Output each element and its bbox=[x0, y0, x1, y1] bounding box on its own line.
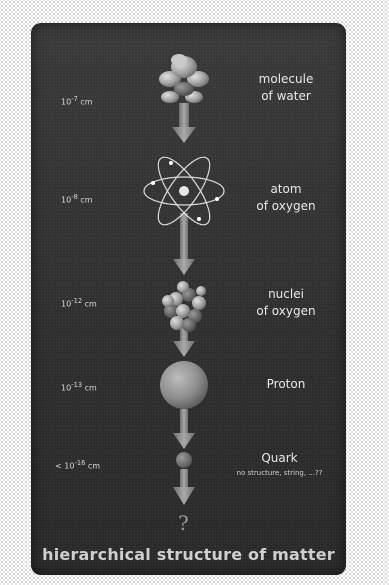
water-molecule-icon bbox=[159, 54, 209, 103]
unknown-question-mark: ? bbox=[178, 511, 189, 535]
label-line-2: of oxygen bbox=[231, 303, 341, 320]
scale-unit: cm bbox=[78, 98, 93, 107]
arrow-4 bbox=[173, 409, 195, 449]
diagram-title: hierarchical structure of matter bbox=[31, 545, 346, 564]
label-line-2: of water bbox=[231, 88, 341, 105]
label-line-2: of oxygen bbox=[231, 198, 341, 215]
scale-base: 10 bbox=[61, 196, 71, 205]
scale-unit: cm bbox=[82, 300, 97, 309]
scale-base: 10 bbox=[61, 384, 71, 393]
label-line-1: molecule bbox=[231, 71, 341, 88]
scale-base: < 10 bbox=[55, 462, 74, 471]
scale-exponent: -12 bbox=[71, 297, 82, 305]
diagram-panel: 10-7 cm 10-8 cm 10-12 cm 10-13 cm < 10-1… bbox=[31, 23, 346, 575]
scale-unit: cm bbox=[82, 384, 97, 393]
arrow-2 bbox=[173, 213, 195, 275]
scale-unit: cm bbox=[78, 196, 93, 205]
scale-exponent: -8 bbox=[71, 193, 78, 201]
label-note: no structure, string, ...?? bbox=[217, 467, 342, 479]
scale-exponent: -13 bbox=[71, 381, 82, 389]
arrow-1 bbox=[172, 103, 196, 143]
label-line-1: Proton bbox=[231, 376, 341, 393]
label-quark: Quark no structure, string, ...?? bbox=[217, 450, 342, 479]
nucleus-icon bbox=[162, 281, 206, 332]
scale-label-2: 10-8 cm bbox=[61, 193, 93, 205]
scale-base: 10 bbox=[61, 300, 71, 309]
arrow-5 bbox=[173, 469, 195, 505]
scale-exponent: -16 bbox=[74, 459, 85, 467]
scale-label-1: 10-7 cm bbox=[61, 95, 93, 107]
quark-icon bbox=[176, 452, 192, 468]
scale-label-3: 10-12 cm bbox=[61, 297, 97, 309]
label-molecule-of-water: molecule of water bbox=[231, 71, 341, 105]
label-line-1: atom bbox=[231, 181, 341, 198]
label-atom-of-oxygen: atom of oxygen bbox=[231, 181, 341, 215]
label-nuclei-of-oxygen: nuclei of oxygen bbox=[231, 286, 341, 320]
label-proton: Proton bbox=[231, 376, 341, 393]
scale-exponent: -7 bbox=[71, 95, 78, 103]
scale-unit: cm bbox=[85, 462, 100, 471]
proton-icon bbox=[160, 361, 208, 409]
label-line-1: nuclei bbox=[231, 286, 341, 303]
scale-base: 10 bbox=[61, 98, 71, 107]
scale-label-5: < 10-16 cm bbox=[55, 459, 100, 471]
scale-label-4: 10-13 cm bbox=[61, 381, 97, 393]
label-line-1: Quark bbox=[217, 450, 342, 467]
